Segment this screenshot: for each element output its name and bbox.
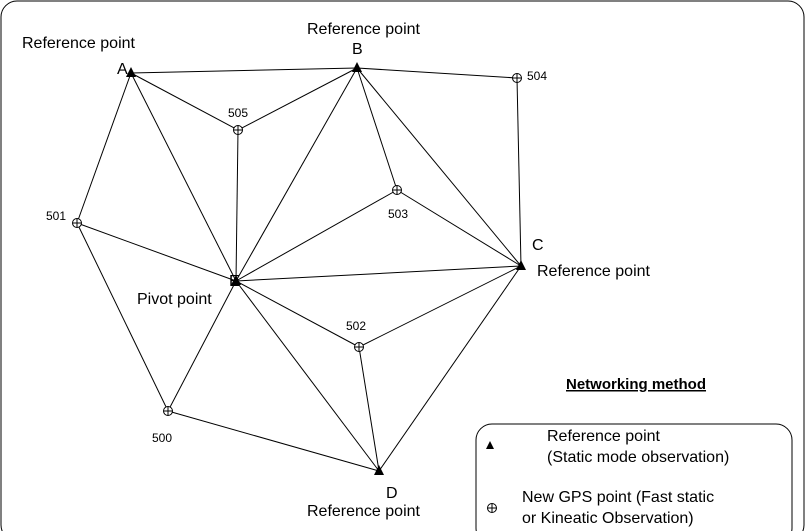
- point-label-a: A: [117, 61, 128, 78]
- legend: Reference point (Static mode observation…: [475, 423, 793, 531]
- legend-gps-line2: or Kineatic Observation): [522, 510, 694, 527]
- gps-point-500-icon: [163, 406, 173, 416]
- edge-e-d: [235, 280, 380, 472]
- edge-p500-e: [167, 280, 237, 412]
- edge-p503-c: [396, 189, 522, 267]
- legend-gps-icon: [487, 503, 497, 513]
- edge-p503-e: [235, 189, 398, 282]
- gps-point-504-icon: [512, 73, 522, 83]
- legend-gps-line1: New GPS point (Fast static: [522, 489, 714, 506]
- edge-a-p501: [76, 72, 132, 224]
- reference-point-b-triangle-icon: [352, 62, 362, 72]
- edge-p501-e: [76, 222, 237, 282]
- edge-d-c: [378, 265, 522, 472]
- point-note-e: Pivot point: [137, 291, 212, 308]
- reference-point-d-triangle-icon: [374, 465, 384, 475]
- point-label-e: E: [229, 273, 240, 290]
- edge-e-p502: [235, 280, 360, 348]
- gps-point-501-icon: [72, 218, 82, 228]
- edge-p502-d: [358, 346, 380, 472]
- network-edges: [76, 67, 522, 472]
- point-label-503: 503: [388, 207, 408, 221]
- edge-b-c: [356, 67, 522, 267]
- point-note-c: Reference point: [537, 263, 651, 280]
- edge-a-b: [130, 67, 358, 74]
- network-nodes: [72, 62, 526, 475]
- point-label-500: 500: [152, 431, 172, 445]
- edge-p505-b: [237, 67, 358, 131]
- legend-reference-line1: Reference point: [547, 428, 661, 445]
- edge-b-p503: [356, 67, 398, 191]
- point-note-d: Reference point: [307, 503, 421, 520]
- point-label-d: D: [386, 485, 398, 502]
- legend-box: [475, 423, 793, 531]
- gps-point-502-icon: [354, 342, 364, 352]
- diagram-title: Networking method: [566, 376, 706, 393]
- gps-point-505-icon: [233, 125, 243, 135]
- reference-point-a-triangle-icon: [126, 67, 136, 77]
- point-label-c: C: [532, 237, 544, 254]
- point-note-a: Reference point: [22, 35, 136, 52]
- point-label-501: 501: [46, 209, 66, 223]
- edge-e-c: [235, 265, 522, 282]
- point-label-505: 505: [228, 106, 248, 120]
- legend-reference-line2: (Static mode observation): [547, 449, 729, 466]
- point-label-b: B: [352, 41, 363, 58]
- edge-b-p504: [356, 67, 518, 79]
- legend-triangle-icon: [486, 441, 494, 449]
- gps-point-503-icon: [392, 185, 402, 195]
- edge-a-p505: [130, 72, 239, 131]
- edge-p502-c: [358, 265, 522, 348]
- reference-point-e-triangle-icon: [231, 275, 241, 285]
- edge-p500-d: [167, 410, 380, 472]
- edge-a-e: [130, 72, 237, 282]
- point-note-b: Reference point: [307, 21, 421, 38]
- edge-p504-c: [516, 77, 522, 267]
- edge-b-e: [235, 67, 358, 282]
- point-label-502: 502: [346, 319, 366, 333]
- edge-p505-e: [235, 129, 239, 282]
- reference-point-c-triangle-icon: [516, 260, 526, 270]
- point-label-504: 504: [527, 69, 547, 83]
- edge-p501-p500: [76, 222, 169, 412]
